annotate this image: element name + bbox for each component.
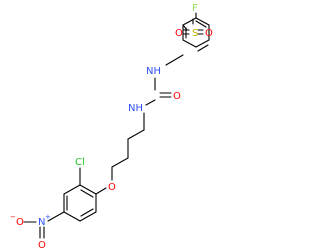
bonds [39, 12, 210, 239]
bond [95, 187, 107, 195]
bond [182, 39, 197, 48]
atom-label-N: N [38, 217, 45, 228]
bond [80, 189, 94, 198]
bond [127, 129, 145, 140]
bond [195, 20, 207, 28]
bond [63, 211, 81, 222]
atom-label-O: O [175, 28, 183, 39]
atom-label-O: O [173, 91, 181, 102]
atom-label-NH: NH [128, 103, 143, 114]
bond [165, 54, 184, 66]
bond [111, 157, 129, 168]
bond [79, 184, 97, 195]
atom-label-S: S [192, 28, 198, 39]
structure-diagram: F S O O NH NH O O Cl N + O O − [10, 3, 213, 250]
atom-label-O: O [38, 240, 46, 250]
bond [47, 211, 65, 222]
bond [145, 99, 156, 106]
bond [79, 211, 97, 222]
bond [197, 44, 209, 52]
atom-label-O: O [108, 182, 116, 193]
bond [63, 184, 81, 195]
atom-label-NH: NH [146, 66, 161, 77]
atom-label-Cl: Cl [75, 157, 85, 168]
atom-charge-plus: + [45, 213, 51, 221]
atom-label-O: O [16, 217, 24, 228]
bond [80, 208, 94, 217]
bond [195, 17, 210, 26]
bond [182, 17, 197, 26]
atom-label-O: O [205, 28, 213, 39]
bond [182, 24, 188, 31]
bond [195, 39, 210, 48]
atom-label-F: F [192, 3, 198, 14]
atom-charge-minus: − [10, 213, 16, 221]
atom-labels: F S O O NH NH O O Cl N + O O − [10, 3, 213, 250]
